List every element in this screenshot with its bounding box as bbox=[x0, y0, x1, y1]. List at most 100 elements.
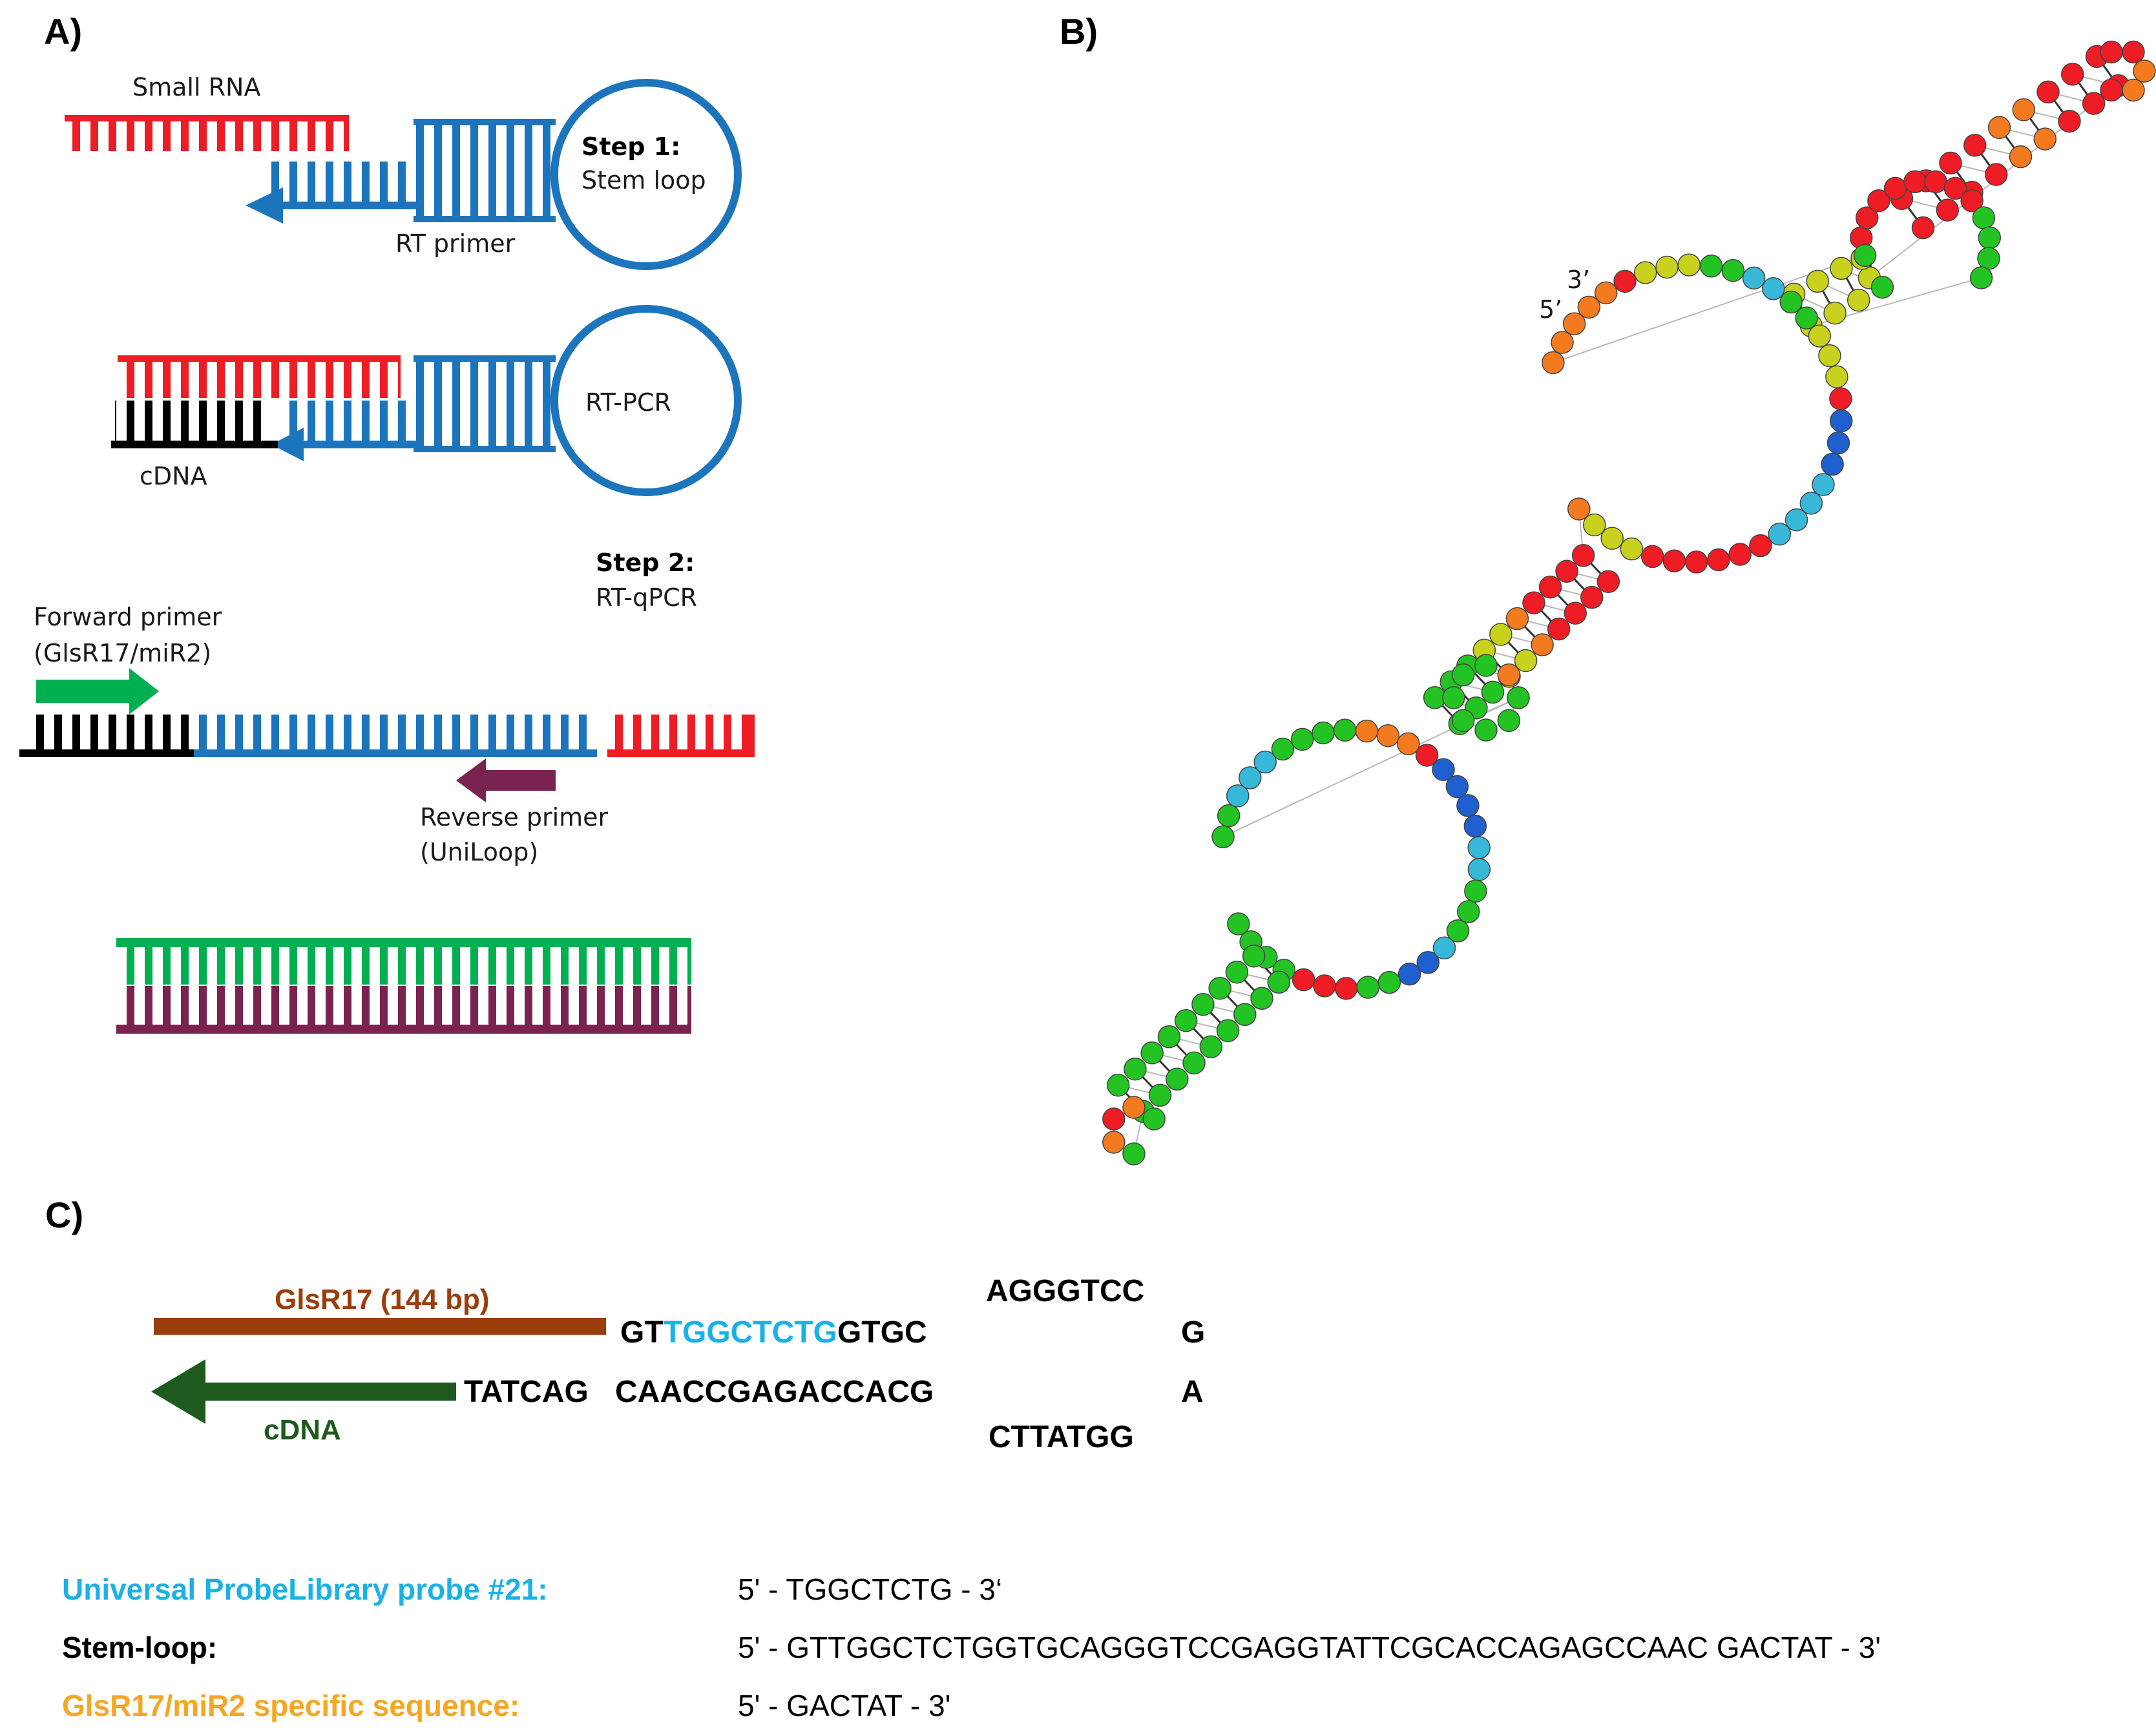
rt-primer-label: RT primer bbox=[395, 229, 516, 258]
nucleotide bbox=[1253, 750, 1277, 774]
nucleotide-dot bbox=[1620, 537, 1644, 561]
nucleotide bbox=[1542, 351, 1565, 375]
nucleotide bbox=[2033, 127, 2057, 151]
nucleotide bbox=[1356, 976, 1380, 999]
nucleotide-dot bbox=[1442, 686, 1465, 709]
nucleotide bbox=[1960, 189, 1983, 213]
nucleotide-dot bbox=[1762, 277, 1785, 300]
nucleotide-dot bbox=[1987, 116, 2011, 140]
nucleotide bbox=[1208, 976, 1231, 1000]
nucleotide-dot bbox=[1397, 963, 1421, 986]
five-prime-end-label: 5’ bbox=[1539, 295, 1562, 324]
nucleotide bbox=[1531, 633, 1554, 656]
nucleotide-dot bbox=[2061, 63, 2084, 86]
nucleotide bbox=[1182, 1051, 1206, 1075]
top-strand-prefix: GT bbox=[620, 1315, 664, 1350]
nucleotide-dot bbox=[1157, 1025, 1181, 1049]
nucleotide-dot bbox=[1538, 575, 1562, 599]
nucleotide bbox=[1555, 559, 1578, 583]
nucleotide-dot bbox=[1225, 960, 1249, 984]
nucleotide-dot bbox=[1432, 758, 1455, 781]
nucleotide bbox=[1749, 534, 1772, 558]
nucleotide bbox=[1853, 244, 1877, 267]
panel-c-letter: C) bbox=[45, 1195, 83, 1235]
nucleotide bbox=[1779, 290, 1803, 314]
nucleotide bbox=[1166, 1067, 1189, 1091]
nucleotide bbox=[1580, 585, 1604, 609]
nucleotide bbox=[1655, 255, 1679, 279]
nucleotide-dot bbox=[1613, 269, 1637, 293]
nucleotide bbox=[1538, 575, 1562, 599]
nucleotide bbox=[1823, 301, 1847, 325]
nucleotide bbox=[1199, 1035, 1223, 1059]
nucleotide-dot bbox=[1227, 912, 1250, 935]
nucleotide bbox=[1226, 784, 1250, 808]
nucleotide bbox=[2082, 92, 2106, 115]
nucleotide bbox=[1762, 277, 1785, 300]
nucleotide-dot bbox=[1795, 306, 1818, 329]
nucleotide-dot bbox=[1677, 253, 1701, 277]
nucleotide-dot bbox=[1823, 301, 1847, 325]
nucleotide-dot bbox=[1451, 663, 1475, 687]
nucleotide-dot bbox=[2036, 80, 2060, 104]
nucleotide bbox=[1924, 170, 1947, 194]
nucleotide-dot bbox=[1226, 784, 1250, 808]
nucleotide bbox=[1571, 544, 1595, 567]
nucleotide bbox=[1292, 968, 1315, 992]
nucleotide bbox=[1102, 1131, 1125, 1154]
nucleotide-dot bbox=[1768, 522, 1792, 546]
nucleotide bbox=[1376, 724, 1400, 747]
nucleotide bbox=[1551, 331, 1574, 354]
nucleotide bbox=[1847, 288, 1870, 312]
nucleotide-dot bbox=[1633, 261, 1657, 284]
nucleotide bbox=[1936, 198, 1959, 222]
nucleotide-dot bbox=[1432, 936, 1456, 959]
nucleotide-dot bbox=[1749, 534, 1772, 558]
nucleotide bbox=[1442, 686, 1465, 709]
nucleotide-dot bbox=[1911, 216, 1935, 240]
nucleotide bbox=[2122, 40, 2145, 64]
small-rna-strand bbox=[65, 115, 349, 151]
nucleotide-dot bbox=[1199, 1035, 1223, 1059]
legend: Universal ProbeLibrary probe #21: 5' - T… bbox=[62, 1572, 1881, 1722]
nucleotide-dot bbox=[1562, 312, 1586, 335]
nucleotide bbox=[1583, 513, 1606, 537]
panel-b-letter: B) bbox=[1060, 11, 1098, 52]
nucleotide bbox=[1157, 1025, 1181, 1049]
nucleotide bbox=[1883, 176, 1907, 200]
nucleotide bbox=[1416, 951, 1440, 974]
nucleotide-dot bbox=[1271, 737, 1295, 761]
nucleotide bbox=[1514, 649, 1538, 673]
nucleotide bbox=[1432, 758, 1455, 781]
nucleotide bbox=[1456, 794, 1480, 817]
nucleotide-dot bbox=[1829, 409, 1853, 433]
nucleotide-dot bbox=[1551, 331, 1574, 354]
nucleotide-dot bbox=[1577, 295, 1601, 319]
nucleotide bbox=[1446, 919, 1470, 943]
nucleotide bbox=[1987, 116, 2011, 140]
rt-pcr-label: RT-PCR bbox=[585, 388, 671, 417]
nucleotide-dot bbox=[1415, 744, 1439, 767]
nucleotide bbox=[1784, 508, 1808, 532]
nucleotide-dot bbox=[1547, 617, 1571, 641]
nucleotide-dot bbox=[1416, 951, 1440, 974]
nucleotide-dot bbox=[1464, 879, 1487, 903]
nucleotide bbox=[1174, 1008, 1198, 1032]
nucleotide-dot bbox=[1960, 189, 1983, 213]
loop-nucleotide-g: G bbox=[1181, 1315, 1205, 1350]
nucleotide-dot bbox=[1467, 858, 1491, 881]
nucleotide bbox=[1742, 266, 1766, 290]
nucleotide bbox=[1140, 1041, 1164, 1065]
nucleotide bbox=[1451, 663, 1475, 687]
legend-value: 5' - TGGCTCTG - 3‘ bbox=[738, 1572, 1002, 1606]
nucleotide-dot bbox=[1596, 570, 1620, 593]
nucleotide bbox=[1699, 255, 1723, 278]
legend-key: GlsR17/miR2 specific sequence: bbox=[62, 1689, 519, 1722]
nucleotide-dot bbox=[1522, 591, 1545, 614]
cdna-label-c: cDNA bbox=[264, 1414, 341, 1446]
nucleotide-dot bbox=[1903, 170, 1927, 194]
nucleotide-dot bbox=[1250, 987, 1273, 1010]
nucleotide bbox=[1903, 170, 1927, 194]
nucleotide-dot bbox=[2033, 127, 2057, 151]
